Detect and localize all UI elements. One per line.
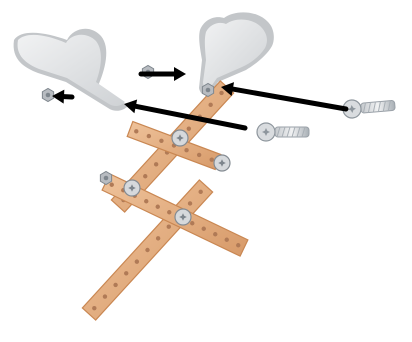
bolt-middle-right (214, 155, 230, 171)
arrow-right-screw (221, 82, 346, 109)
nut-under-plate-right (202, 84, 213, 97)
wood-bar-short-crossbar-hole (184, 148, 188, 152)
nut-middle-left-hole (104, 176, 109, 181)
wood-bar-crossbar-hole (190, 221, 194, 225)
wood-bar-lower-long-hole (198, 190, 202, 194)
wood-bar-lower-long-hole (145, 248, 149, 252)
wood-bar-lower-long-hole (188, 201, 192, 205)
wood-bar-lower-long-hole (167, 225, 171, 229)
wood-bar-crossbar-hole (144, 199, 148, 203)
wood-bar-lower-long-hole (92, 306, 96, 310)
wood-bar-upper-long-hole (187, 126, 191, 130)
wood-bar-lower-long-hole (124, 271, 128, 275)
screw-right-middle (257, 123, 309, 141)
bolt-lower-left (124, 180, 140, 196)
wood-bar-lower-long-hole (113, 283, 117, 287)
arrow-left-small (52, 90, 72, 104)
nut-left-bottom-hole (46, 93, 51, 98)
arrow-left-nut-to-plate-head (174, 67, 186, 81)
wood-bar-short-crossbar-hole (134, 129, 138, 133)
arrow-right-screw-shaft (233, 89, 346, 109)
bolt-lower-mid (175, 209, 191, 225)
wood-bar-crossbar-hole (236, 243, 240, 247)
bolt-upper-left (172, 130, 188, 146)
wood-bar-crossbar-hole (167, 210, 171, 214)
wood-bar-upper-long-hole (208, 103, 212, 107)
wood-bar-lower-long-hole (135, 259, 139, 263)
right-plate (199, 12, 274, 95)
wood-bar-crossbar-hole (110, 183, 114, 187)
wood-bar-crossbar-hole (225, 238, 229, 242)
wood-bar-short-crossbar (127, 122, 221, 170)
wood-bar-crossbar-hole (156, 205, 160, 209)
wood-bar-upper-long-hole (219, 91, 223, 95)
wood-bar-upper-long-hole (143, 174, 147, 178)
wood-bar-short-crossbar-hole (159, 139, 163, 143)
wood-bar-lower-long-hole (156, 236, 160, 240)
wood-bar-short-crossbar-hole (147, 134, 151, 138)
screw-right-upper (342, 96, 395, 118)
wood-bar-crossbar-hole (202, 227, 206, 231)
wood-bar-upper-long-hole (154, 162, 158, 166)
wood-bar-short-crossbar-hole (197, 153, 201, 157)
wood-bar-crossbar-hole (213, 232, 217, 236)
nut-middle-left (100, 172, 111, 185)
wood-bar-lower-long-hole (103, 294, 107, 298)
wood-bar-short-crossbar-hole (210, 157, 214, 161)
wood-bars-group (82, 81, 248, 320)
right-plate-front (203, 19, 267, 88)
nut-left-bottom (42, 89, 53, 102)
nut-under-plate-right-hole (206, 88, 211, 93)
